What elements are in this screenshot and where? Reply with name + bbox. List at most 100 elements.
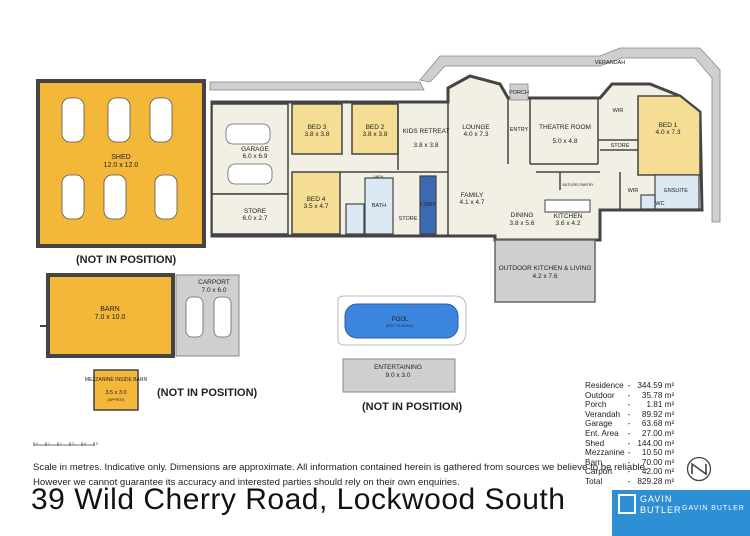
outdoor-name: OUTDOOR KITCHEN & LIVING xyxy=(499,265,592,272)
bed3-name: BED 3 xyxy=(308,124,327,131)
area-label: Porch xyxy=(585,400,607,410)
outdoor-dims: 4.2 x 7.6 xyxy=(533,273,558,280)
family-name: FAMILY xyxy=(461,192,484,199)
kids-retreat-dims: 3.8 x 3.8 xyxy=(414,142,439,149)
mezzanine: MEZZANINE INSIDE BARN 3.5 x 3.0 (APPROX) xyxy=(85,369,148,411)
area-value: 89.92 m² xyxy=(641,409,675,419)
area-label: Shed xyxy=(585,438,605,448)
area-row: Shed-144.00 m² xyxy=(585,439,674,449)
area-dash: - xyxy=(627,419,631,429)
area-dash: - xyxy=(627,409,631,419)
area-label: Total xyxy=(585,476,603,486)
area-dash: - xyxy=(627,467,631,477)
ldry-label: L'DRY xyxy=(420,202,436,208)
area-dash: - xyxy=(627,476,631,486)
area-dash: - xyxy=(627,448,631,458)
area-label: Residence xyxy=(585,381,624,390)
area-row: Ent. Area-27.00 m² xyxy=(585,429,674,439)
garage-name: GARAGE xyxy=(241,146,269,153)
area-dash: - xyxy=(627,400,631,410)
area-value: 42.00 m² xyxy=(641,467,675,477)
barn-name: BARN xyxy=(100,306,119,313)
bed2-dims: 3.8 x 3.8 xyxy=(363,131,388,138)
area-value: 829.28 m² xyxy=(637,476,675,486)
area-dash: - xyxy=(627,438,631,448)
bed3-dims: 3.8 x 3.8 xyxy=(305,131,330,138)
bed1-dims: 4.0 x 7.3 xyxy=(656,129,681,136)
shed-name: SHED xyxy=(111,154,130,161)
store-small-label: STORE xyxy=(399,216,418,222)
bed2-name: BED 2 xyxy=(366,124,385,131)
porch-label: PORCH xyxy=(509,90,529,96)
area-row: Barn-70.00 m² xyxy=(585,458,674,468)
pool-area: POOL (NOT TO SCALE) ENTERTAINING 9.0 x 3… xyxy=(337,295,467,393)
not-in-position-shed: (NOT IN POSITION) xyxy=(76,254,177,266)
mezzanine-dims: 3.5 x 3.0 xyxy=(105,390,126,396)
area-value: 63.68 m² xyxy=(641,419,675,429)
bed1-name: BED 1 xyxy=(659,122,678,129)
kitchen-name: KITCHEN xyxy=(554,213,583,220)
scale-tick-label: 5 xyxy=(96,442,98,446)
scale-tick-label: 3 xyxy=(72,442,74,446)
entertaining-dims: 9.0 x 3.0 xyxy=(386,372,411,379)
theatre-name: THEATRE ROOM xyxy=(539,124,591,131)
area-row: Porch-1.81 m² xyxy=(585,400,674,410)
area-dash: - xyxy=(627,381,631,390)
wir-label: WIR xyxy=(613,108,624,114)
barn-dims: 7.0 x 10.0 xyxy=(95,314,126,321)
area-value: 344.59 m² xyxy=(637,381,675,390)
logo-line1: GAVIN xyxy=(640,494,673,504)
barn: BARN 7.0 x 10.0 xyxy=(40,273,175,358)
linen-label: LINEN xyxy=(373,175,384,179)
scale-tick-label: 0 xyxy=(36,442,38,446)
property-address: 39 Wild Cherry Road, Lockwood South xyxy=(31,483,566,516)
area-dash: - xyxy=(627,390,631,400)
area-value: 10.50 m² xyxy=(641,448,675,458)
area-row: Total -829.28 m² xyxy=(585,477,674,487)
family-dims: 4.1 x 4.7 xyxy=(460,199,485,206)
logo-line2: BUTLER xyxy=(640,505,682,515)
dining-name: DINING xyxy=(511,212,534,219)
dining-dims: 3.8 x 5.6 xyxy=(510,220,535,227)
area-label: Ent. Area xyxy=(585,428,619,438)
area-value: 27.00 m² xyxy=(641,428,675,438)
area-value: 70.00 m² xyxy=(641,457,675,467)
area-dash: - xyxy=(627,457,631,467)
area-label: Mezzanine xyxy=(585,448,625,458)
shed-dims: 12.0 x 12.0 xyxy=(104,162,139,169)
agency-logo: GAVIN BUTLER GAVIN BUTLER xyxy=(612,490,750,536)
not-in-position-pool: (NOT IN POSITION) xyxy=(362,401,463,413)
entry-label: ENTRY xyxy=(510,127,529,133)
shed: SHED 12.0 x 12.0 xyxy=(36,79,206,248)
wir2-label: WIR xyxy=(628,188,639,194)
bath-label: BATH xyxy=(372,203,386,209)
area-label: Verandah xyxy=(585,409,621,419)
area-row: Residence-344.59 m² xyxy=(585,381,674,391)
butlers-label: BUTLERS PANTRY xyxy=(563,183,595,187)
entertaining-name: ENTERTAINING xyxy=(374,364,422,371)
area-row: Outdoor-35.78 m² xyxy=(585,391,674,401)
disclaimer: Scale in metres. Indicative only. Dimens… xyxy=(33,462,648,488)
mezzanine-note: (APPROX) xyxy=(108,398,125,402)
area-value: 35.78 m² xyxy=(641,390,675,400)
logo-mark-icon xyxy=(618,494,636,514)
ensuite-label: ENSUITE xyxy=(664,188,688,194)
carport: CARPORT 7.0 x 6.0 xyxy=(175,274,240,357)
carport-name: CARPORT xyxy=(198,279,230,286)
scale-tick-label: 4 xyxy=(84,442,86,446)
scale-tick-label: 2 xyxy=(60,442,62,446)
house: GARAGE 6.0 x 6.9 STORE 6.0 x 2.7 BED 3 3… xyxy=(209,47,721,303)
bed4-name: BED 4 xyxy=(307,196,326,203)
kitchen-dims: 3.6 x 4.2 xyxy=(556,220,581,227)
mezzanine-name: MEZZANINE INSIDE BARN xyxy=(85,377,148,383)
wc-label: WC xyxy=(655,201,664,207)
area-label: Carport xyxy=(585,467,613,477)
verandah-label: VERANDAH xyxy=(595,60,626,66)
kids-retreat-name: KIDS RETREAT xyxy=(403,128,450,135)
bed4-dims: 3.5 x 4.7 xyxy=(304,203,329,210)
garage-dims: 6.0 x 6.9 xyxy=(243,153,268,160)
theatre-dims: 5.0 x 4.8 xyxy=(553,138,578,145)
